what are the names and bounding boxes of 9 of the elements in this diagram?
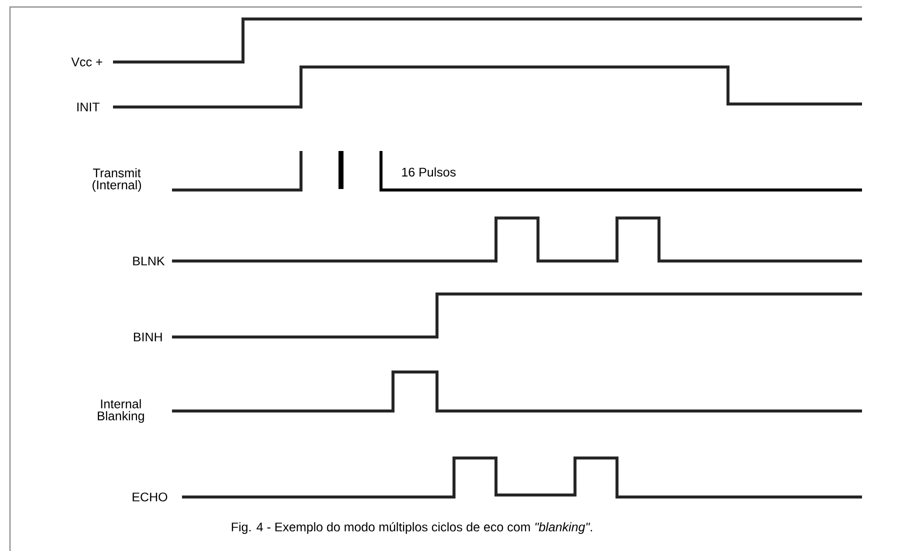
signal-label: ECHO <box>132 492 168 502</box>
signal-label: Internal Blanking <box>98 399 144 423</box>
signal-label: 16 Pulsos <box>402 167 456 177</box>
signal-label: INIT <box>77 102 100 112</box>
signal-label: Transmit (Internal) <box>92 168 142 192</box>
signal-label: Vcc + <box>71 58 102 66</box>
signal-label: BLNK <box>133 256 165 266</box>
caption: Fig. 4 - Exemplo do modo múltiplos ciclos de eco com "blanking". <box>232 522 592 534</box>
signal-label: BINH <box>134 332 162 342</box>
